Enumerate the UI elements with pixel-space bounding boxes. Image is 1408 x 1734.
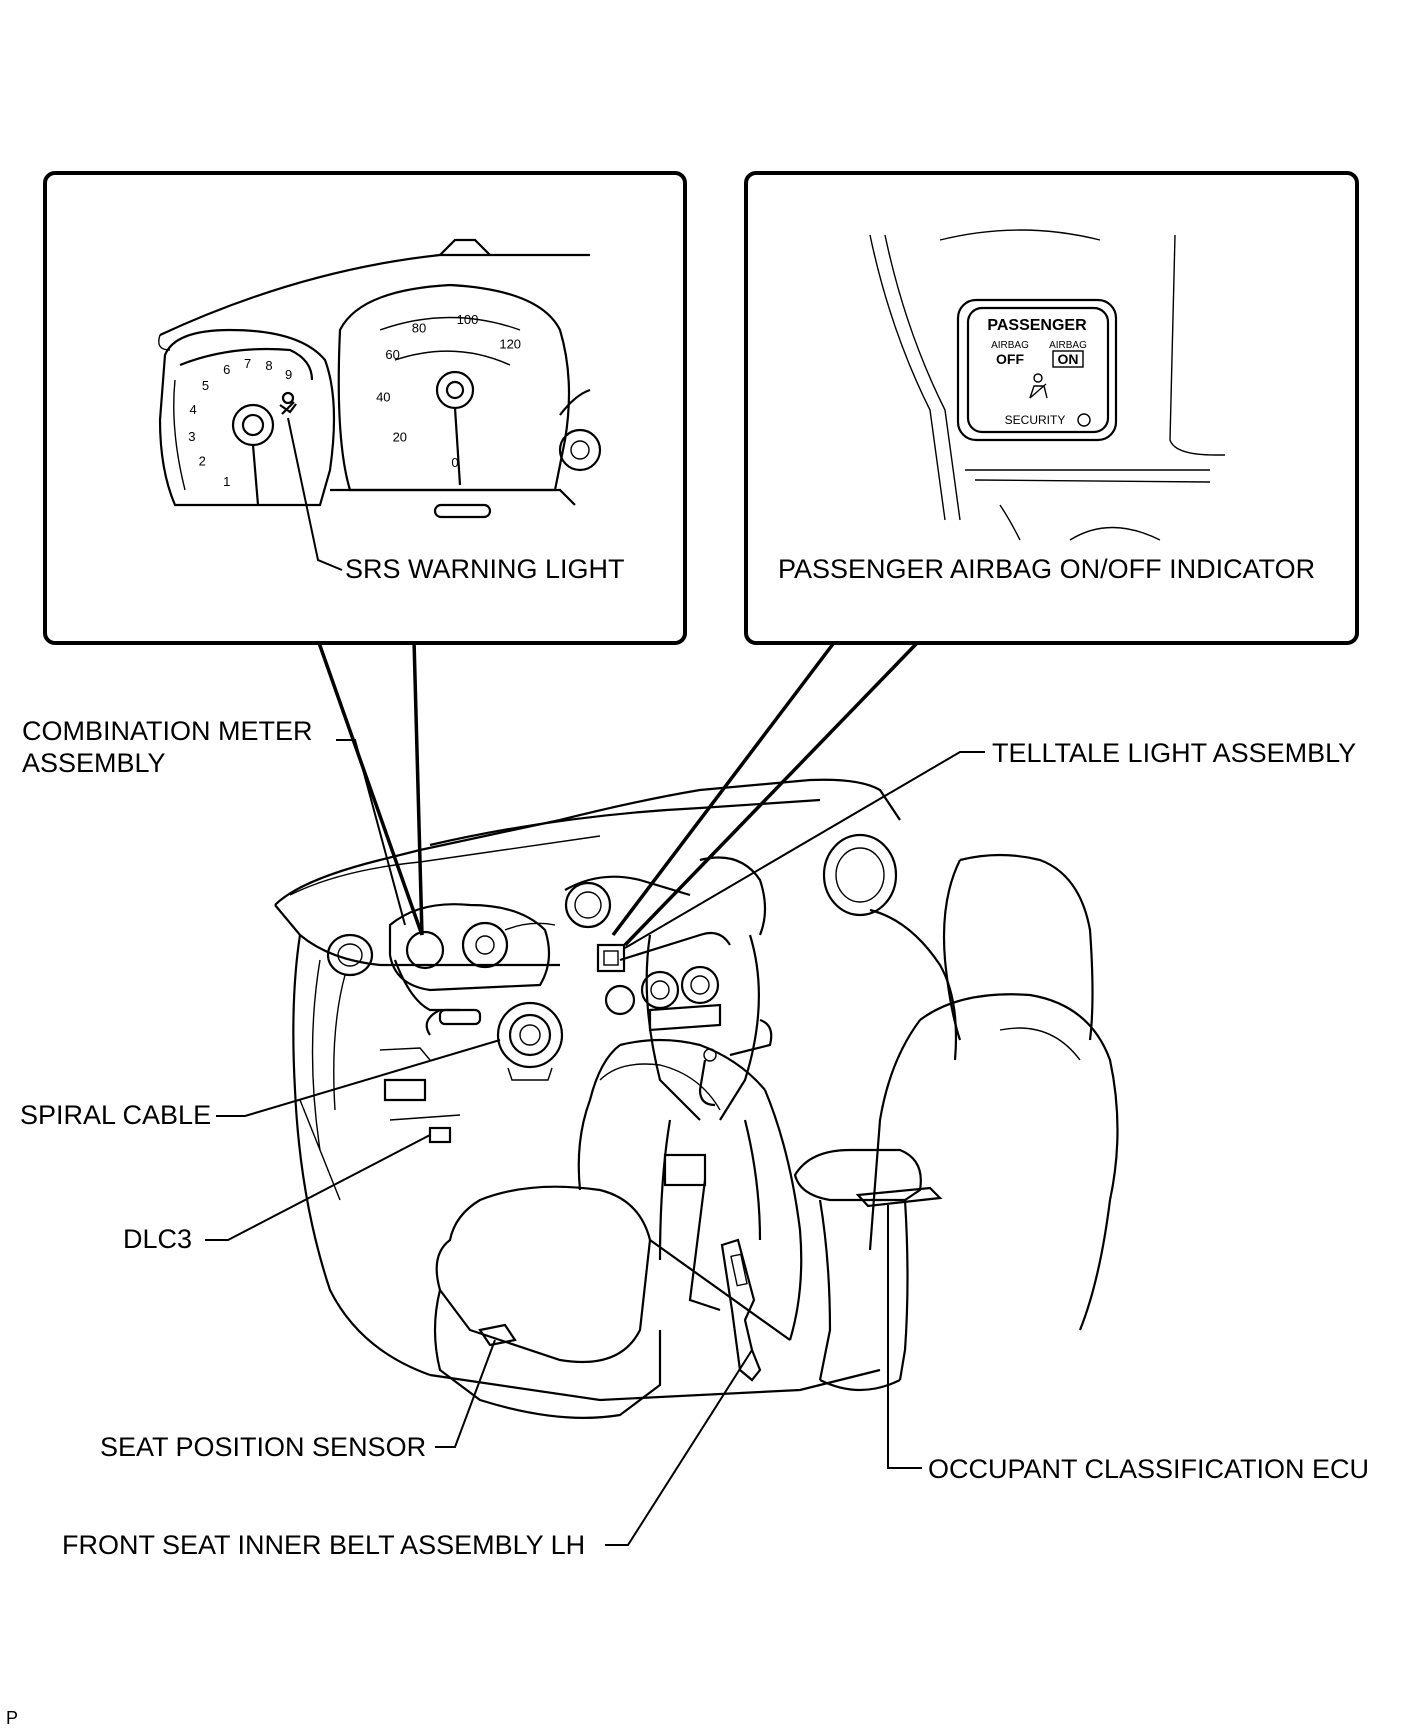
svg-text:ASSEMBLY: ASSEMBLY <box>22 748 166 778</box>
indicator-on: ON <box>1058 351 1079 367</box>
indicator-off: OFF <box>996 351 1024 367</box>
tach-number: 6 <box>223 362 230 377</box>
speed-number: 0 <box>451 455 458 470</box>
tach-number: 4 <box>189 402 196 417</box>
svg-text:SEAT POSITION SENSOR: SEAT POSITION SENSOR <box>100 1432 426 1462</box>
security-lamp-icon <box>1077 413 1091 427</box>
indicator-security: SECURITY <box>1005 413 1066 427</box>
indicator-title: PASSENGER <box>987 317 1087 334</box>
tach-number: 7 <box>244 356 251 371</box>
label-front-seat-inner-belt: FRONT SEAT INNER BELT ASSEMBLY LH <box>62 1349 753 1560</box>
srs-warning-light-icon <box>279 391 297 415</box>
speed-number: 40 <box>376 389 390 404</box>
svg-text:SPIRAL CABLE: SPIRAL CABLE <box>20 1100 211 1130</box>
speed-number: 100 <box>457 312 479 327</box>
footer-code: P <box>6 1708 19 1728</box>
tach-number: 9 <box>285 367 292 382</box>
svg-text:TELLTALE LIGHT ASSEMBLY: TELLTALE LIGHT ASSEMBLY <box>992 738 1356 768</box>
seatbelt-icon <box>1029 373 1048 399</box>
label-occupant-classification-ecu: OCCUPANT CLASSIFICATION ECU <box>887 1205 1369 1484</box>
srs-warning-light-label: SRS WARNING LIGHT <box>345 554 625 584</box>
label-combination-meter: COMBINATION METER ASSEMBLY <box>22 716 406 926</box>
svg-text:FRONT SEAT INNER BELT ASSEMBLY: FRONT SEAT INNER BELT ASSEMBLY LH <box>62 1530 585 1560</box>
indicator-airbag-left: AIRBAG <box>991 340 1029 351</box>
svg-text:DLC3: DLC3 <box>123 1224 192 1254</box>
label-telltale-light-assembly: TELLTALE LIGHT ASSEMBLY <box>624 738 1356 949</box>
passenger-airbag-indicator-label: PASSENGER AIRBAG ON/OFF INDICATOR <box>778 554 1315 584</box>
speed-number: 80 <box>412 321 426 336</box>
indicator-airbag-right: AIRBAG <box>1049 340 1087 351</box>
inset-passenger-airbag-indicator: PASSENGER AIRBAG OFF AIRBAG ON SECURITY … <box>744 171 1359 645</box>
tach-number: 2 <box>199 454 206 469</box>
speed-number: 60 <box>385 347 399 362</box>
tach-number: 8 <box>265 358 272 373</box>
tach-number: 3 <box>188 429 195 444</box>
callout-wedge-right <box>611 638 922 947</box>
svg-text:OCCUPANT CLASSIFICATION ECU: OCCUPANT CLASSIFICATION ECU <box>928 1454 1369 1484</box>
callout-wedge-left <box>316 639 424 936</box>
speed-number: 20 <box>393 429 407 444</box>
tach-number: 1 <box>223 474 230 489</box>
label-dlc3: DLC3 <box>123 1134 431 1254</box>
label-seat-position-sensor: SEAT POSITION SENSOR <box>100 1339 496 1462</box>
vehicle-interior-illustration <box>274 778 1119 1419</box>
label-spiral-cable: SPIRAL CABLE <box>20 1039 501 1130</box>
svg-text:COMBINATION METER: COMBINATION METER <box>22 716 313 746</box>
speed-number: 120 <box>499 337 521 352</box>
tach-number: 5 <box>202 378 209 393</box>
